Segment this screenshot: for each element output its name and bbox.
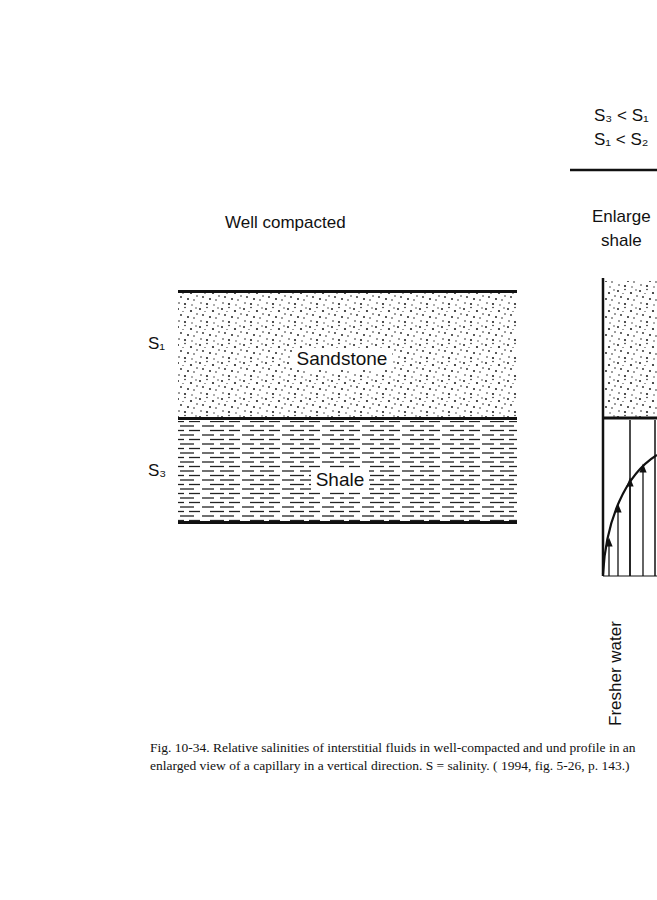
- figure-caption: Fig. 10-34. Relative salinities of inter…: [150, 739, 650, 775]
- panel-heading: shale: [601, 231, 642, 251]
- capillary-wall: [602, 278, 605, 576]
- inequality: S₃ < S₁: [594, 106, 649, 126]
- inequality: S₁ < S₂: [594, 130, 648, 150]
- rule-line: [570, 169, 657, 172]
- axis-label: Fresher water: [606, 621, 626, 726]
- shale-texture: [178, 421, 517, 521]
- flow-arrow: [642, 468, 643, 576]
- flow-arrow: [617, 508, 618, 576]
- flow-arrow: [608, 542, 609, 576]
- salinity-label: S₃: [148, 461, 166, 481]
- sandstone-texture: [605, 281, 657, 417]
- contact-line: [603, 417, 657, 420]
- rock-layer: Sandstone: [178, 290, 517, 420]
- rock-layer: Shale: [178, 418, 517, 524]
- capillary-wall: [629, 420, 631, 576]
- capillary-wall: [654, 420, 656, 576]
- panel-heading: Enlarge: [592, 207, 651, 227]
- flow-arrow: [629, 482, 630, 576]
- panel-heading: Well compacted: [225, 213, 346, 233]
- layer-name: Sandstone: [292, 348, 393, 370]
- layer-name: Shale: [311, 469, 370, 491]
- sandstone-texture: [178, 293, 517, 417]
- salinity-label: S₁: [148, 334, 165, 354]
